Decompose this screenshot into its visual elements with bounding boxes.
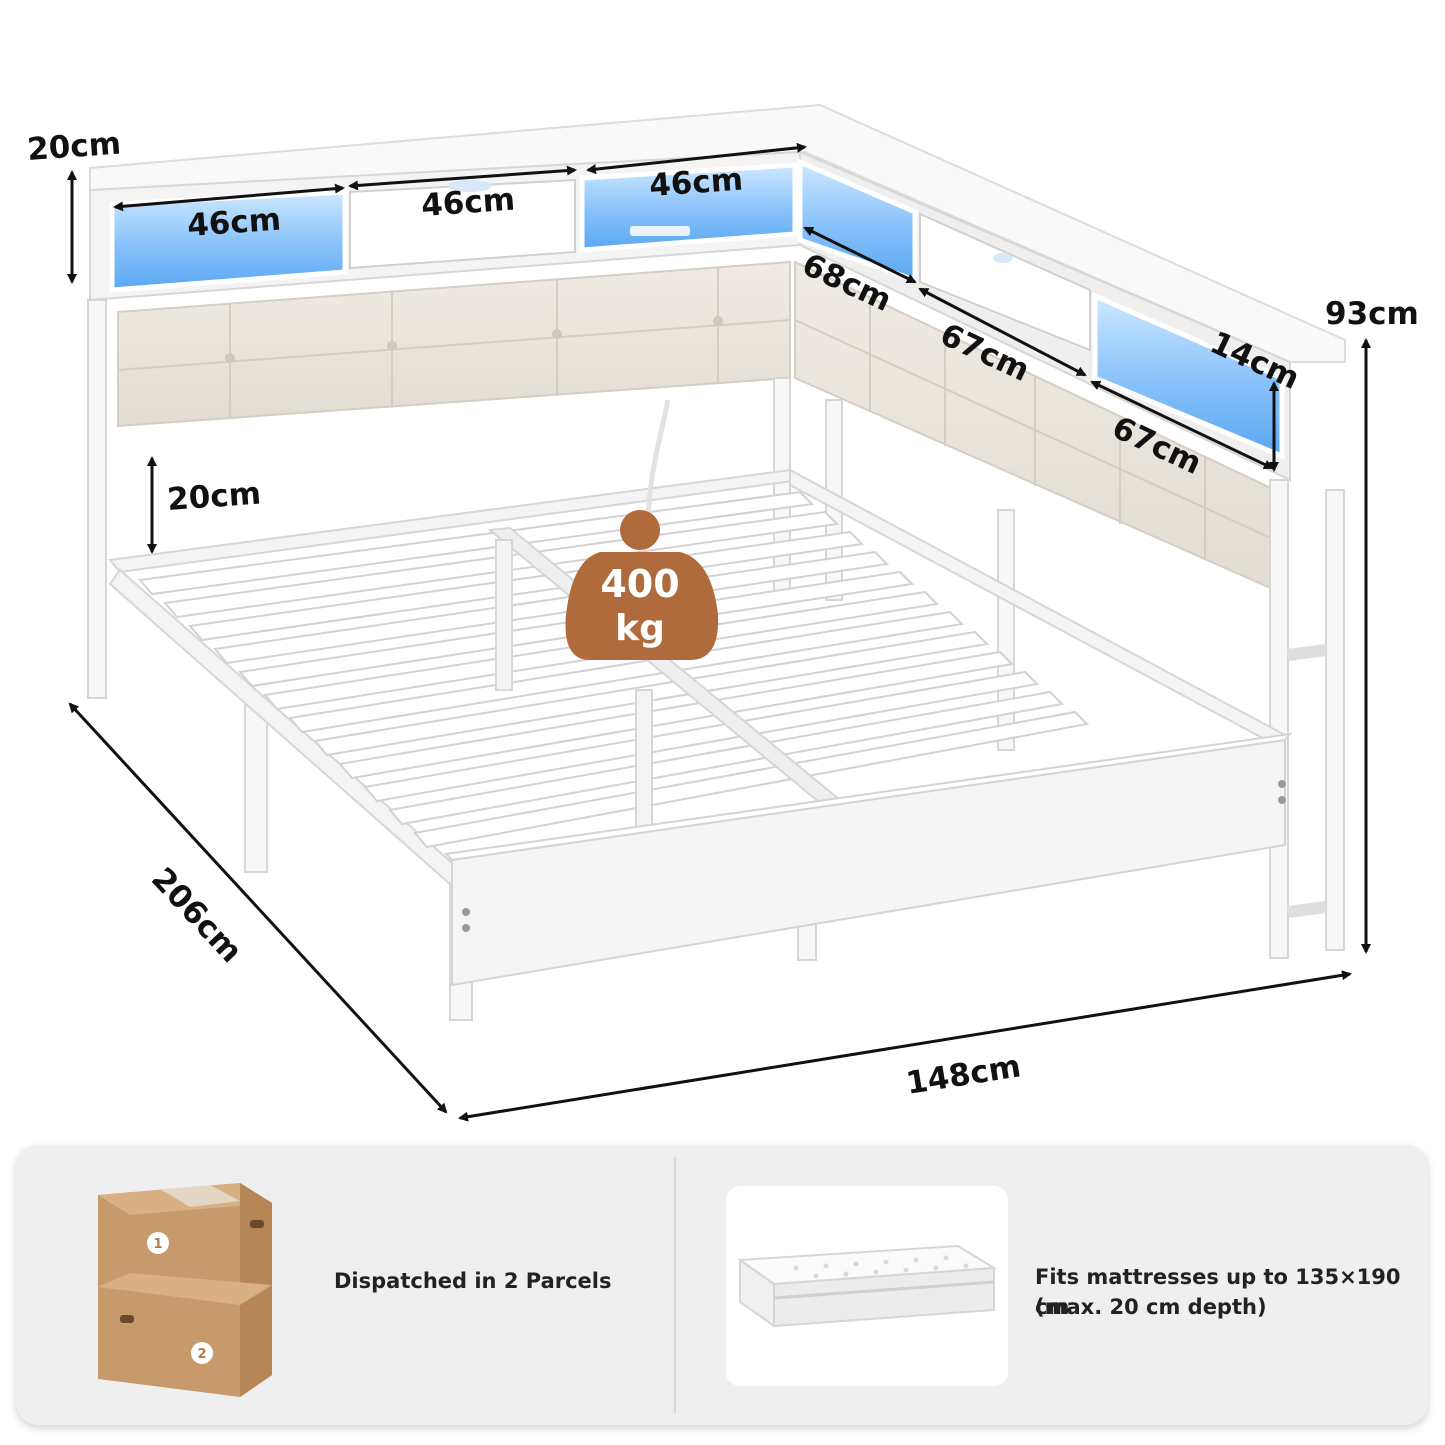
length-label: 206cm xyxy=(144,861,249,970)
parcel-1-badge xyxy=(147,1232,169,1254)
shelf-height-label: 20cm xyxy=(26,126,122,168)
compartment-1-width-label: 46cm xyxy=(186,202,282,244)
dimension-lines xyxy=(67,142,1371,1122)
width-label: 148cm xyxy=(904,1048,1024,1102)
underbed-clearance-label: 20cm xyxy=(166,476,262,518)
compartment-2-width-label: 46cm xyxy=(420,182,516,224)
parcel-2-number: 2 xyxy=(197,1347,206,1362)
parcel-1-number: 1 xyxy=(153,1237,162,1252)
load-unit: kg xyxy=(615,608,665,649)
mattress-fit-line-1: Fits mattresses up to 135×190 cm xyxy=(1035,1265,1401,1319)
load-value: 400 xyxy=(600,562,679,606)
shipping-boxes-icon: 1 2 xyxy=(98,1183,272,1397)
bed-illustration xyxy=(87,103,1346,1021)
weight-knob xyxy=(620,510,660,550)
mattress-fit-line-2: (max. 20 cm depth) xyxy=(1035,1295,1267,1319)
mattress-icon xyxy=(737,1244,998,1328)
parcels-text: Dispatched in 2 Parcels xyxy=(334,1269,612,1293)
load-capacity-badge: 400 kg xyxy=(565,510,719,660)
footboard xyxy=(443,732,1293,987)
panel-divider xyxy=(674,1157,676,1413)
weight-icon xyxy=(565,552,719,660)
bed-dimension-diagram: 20cm 46cm 46cm 46cm 68cm 67cm 67cm 14cm … xyxy=(26,103,1419,1122)
upholstered-back-panel xyxy=(117,260,791,428)
mattress-card xyxy=(726,1186,1008,1386)
compartment-3-width-label: 46cm xyxy=(648,162,744,204)
total-height-label: 93cm xyxy=(1325,296,1419,332)
parcel-2-badge xyxy=(191,1342,213,1364)
